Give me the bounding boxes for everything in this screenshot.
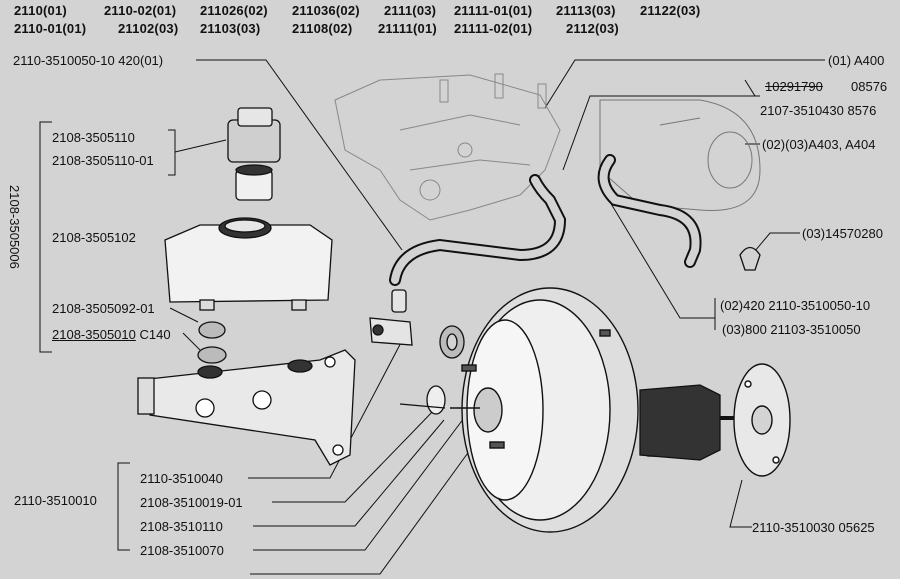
- bracket-booster-assy: [117, 462, 130, 551]
- model-code: 21113(03): [556, 3, 616, 18]
- label-grommet: 2108-3505092-01: [52, 301, 155, 316]
- fluid-reservoir: [164, 217, 333, 311]
- label-booster-part-1: 2110-3510040: [140, 471, 223, 486]
- label-reservoir-assembly: 2108-3505006: [7, 185, 22, 269]
- leader-b1: [248, 334, 406, 479]
- label-booster-part-3: 2108-3510110: [140, 519, 223, 534]
- label-clamp: (03)14570280: [802, 226, 883, 241]
- label-cap-1: 2108-3505110: [52, 130, 135, 145]
- check-valve: [369, 289, 413, 346]
- label-08576: 08576: [851, 79, 888, 94]
- booster-gasket: [399, 385, 446, 415]
- leader-tick: [744, 79, 756, 97]
- label-master-cylinder: 2108-3505010 C140: [52, 327, 171, 342]
- model-code: 21122(03): [640, 3, 701, 18]
- label-booster-assembly: 2110-3510010: [14, 493, 97, 508]
- label-10291790: 10291790: [765, 79, 823, 94]
- vacuum-booster: [450, 287, 659, 533]
- hose-clamp-icon: [739, 246, 761, 271]
- model-code: 211036(02): [292, 3, 360, 18]
- vacuum-hoses: [389, 154, 702, 286]
- model-code: 21111(01): [378, 21, 437, 36]
- leader-union: [562, 95, 760, 171]
- label-a403-a404: (02)(03)A403, A404: [762, 137, 876, 152]
- model-code: 2110-01(01): [14, 21, 87, 36]
- mounting-plate: [733, 363, 791, 477]
- bracket-reservoir-assy: [39, 121, 52, 353]
- model-code: 21102(03): [118, 21, 179, 36]
- label-booster-part-4: 2108-3510070: [140, 543, 224, 558]
- model-code: 21108(02): [292, 21, 353, 36]
- label-booster-part-2: 2108-3510019-01: [140, 495, 243, 510]
- label-mounting-gasket: 2110-3510030 05625: [752, 520, 875, 535]
- leader-hose: [606, 196, 715, 319]
- label-a400: (01) A400: [828, 53, 885, 68]
- booster-seal: [439, 325, 465, 359]
- label-hose-03: (03)800 21103-3510050: [722, 322, 861, 337]
- leader-a400: [544, 59, 825, 109]
- leader-b4: [253, 409, 471, 551]
- master-cylinder-number: 2108-3505010: [52, 327, 136, 342]
- model-code: 211026(02): [200, 3, 268, 18]
- leader-clamp: [749, 232, 800, 258]
- engine-manifold: [334, 73, 561, 221]
- model-code: 2111(03): [384, 3, 437, 18]
- model-code: 2110-02(01): [104, 3, 177, 18]
- master-cylinder-suffix: C140: [139, 327, 171, 342]
- leader-b3: [253, 419, 445, 527]
- master-cylinder: [137, 349, 356, 466]
- label-reservoir: 2108-3505102: [52, 230, 136, 245]
- model-code: 2112(03): [566, 21, 619, 36]
- model-code: 21111-01(01): [454, 3, 533, 18]
- label-hose-02: (02)420 2110-3510050-10: [720, 298, 871, 313]
- leader-gasket: [729, 479, 752, 528]
- leader-b2: [272, 407, 437, 503]
- model-code: 21111-02(01): [454, 21, 533, 36]
- model-code: 21103(03): [200, 21, 261, 36]
- air-intake-housing: [599, 99, 761, 211]
- label-cap-2: 2108-3505110-01: [52, 153, 154, 168]
- label-2107-3510430: 2107-3510430 8576: [760, 103, 877, 118]
- reservoir-cap: [227, 107, 281, 201]
- leader-hose-top: [196, 59, 403, 251]
- reservoir-grommets: [197, 321, 227, 364]
- label-hose-top: 2110-3510050-10 420(01): [13, 53, 164, 68]
- model-code: 2110(01): [14, 3, 67, 18]
